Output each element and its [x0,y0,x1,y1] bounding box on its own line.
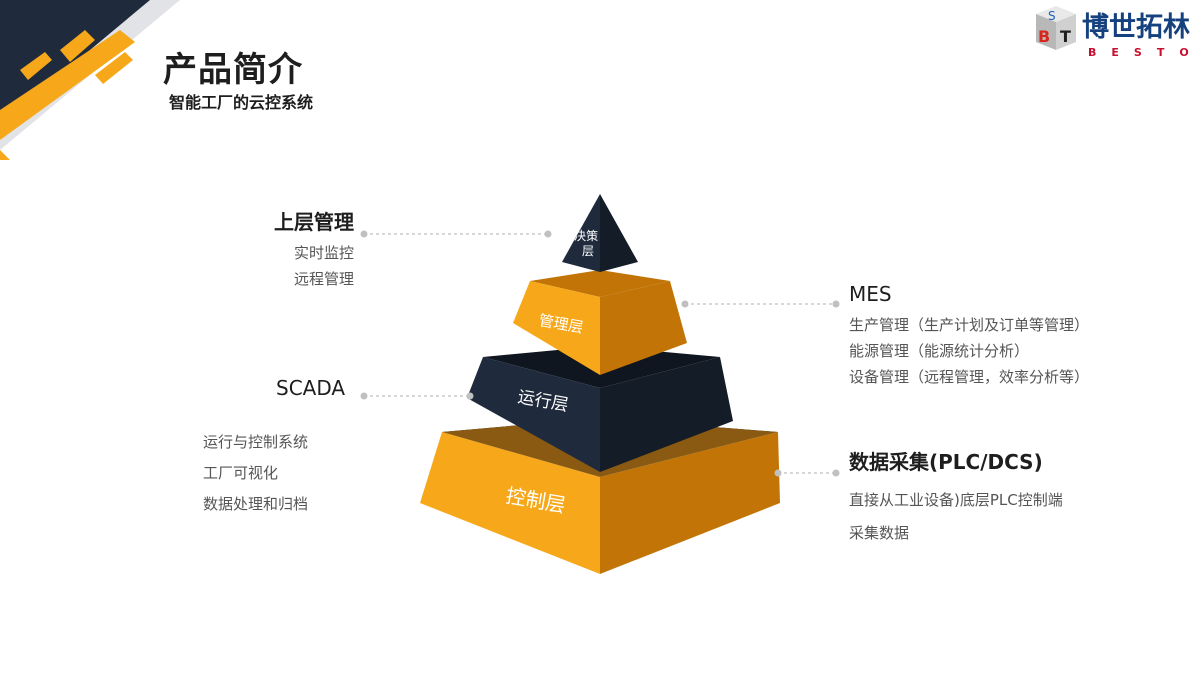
pyramid-layer-management: 管理层 [513,270,687,375]
company-logo: S B T 博世拓林 BESTOL [1036,6,1198,59]
callout-mes-title: MES [849,282,892,306]
pyramid-label-decision-line1: 决策 [574,229,598,243]
pyramid-diagram: 控制层 运行层 管理层 决策 层 [420,194,780,574]
corner-decoration [0,0,180,160]
callout-data-list: 直接从工业设备)底层PLC控制端 采集数据 [849,484,1063,550]
callout-mes: MES 生产管理（生产计划及订单等管理） 能源管理（能源统计分析） 设备管理（远… [849,280,1089,390]
pyramid-label-decision-line2: 层 [582,244,594,258]
callout-scada-title-wrap: SCADA [276,374,345,402]
logo-letter-s: S [1048,9,1056,23]
callout-scada-item: 运行与控制系统 [203,433,309,451]
callout-data-item: 直接从工业设备)底层PLC控制端 [849,491,1063,509]
callout-data-item: 采集数据 [849,524,910,542]
callout-upper-title: 上层管理 [274,210,354,234]
logo-letter-t: T [1060,27,1071,46]
pyramid-label-decision: 决策 层 [574,229,602,258]
logo-name: 博世拓林 [1082,11,1190,43]
callout-mes-item: 能源管理（能源统计分析） [849,342,1030,360]
callout-upper-item: 远程管理 [293,270,354,288]
callout-mes-list: 生产管理（生产计划及订单等管理） 能源管理（能源统计分析） 设备管理（远程管理，… [849,312,1089,390]
logo-tagline: BESTOL [1088,46,1198,59]
callout-mes-item: 生产管理（生产计划及订单等管理） [849,316,1090,334]
callout-data-acquisition: 数据采集(PLC/DCS) 直接从工业设备)底层PLC控制端 采集数据 [849,448,1063,550]
callout-scada-item: 工厂可视化 [203,464,279,482]
pyramid-layer-decision: 决策 层 [562,194,638,272]
page-title: 产品简介 [163,50,303,90]
callout-upper-management: 上层管理 实时监控 远程管理 [274,208,354,292]
callout-mes-item: 设备管理（远程管理，效率分析等） [849,368,1090,386]
callout-scada-list: 运行与控制系统 工厂可视化 数据处理和归档 [203,427,308,520]
callout-upper-list: 实时监控 远程管理 [274,240,354,292]
page-subtitle: 智能工厂的云控系统 [169,93,314,112]
pyramid-layer-operation: 运行层 [467,346,733,472]
callout-scada-item: 数据处理和归档 [203,495,309,513]
callout-data-title: 数据采集(PLC/DCS) [849,450,1043,474]
title-block: 产品简介 智能工厂的云控系统 [163,48,313,114]
callout-scada-title: SCADA [276,376,346,400]
callout-upper-item: 实时监控 [293,244,354,262]
logo-letter-b: B [1038,27,1050,46]
